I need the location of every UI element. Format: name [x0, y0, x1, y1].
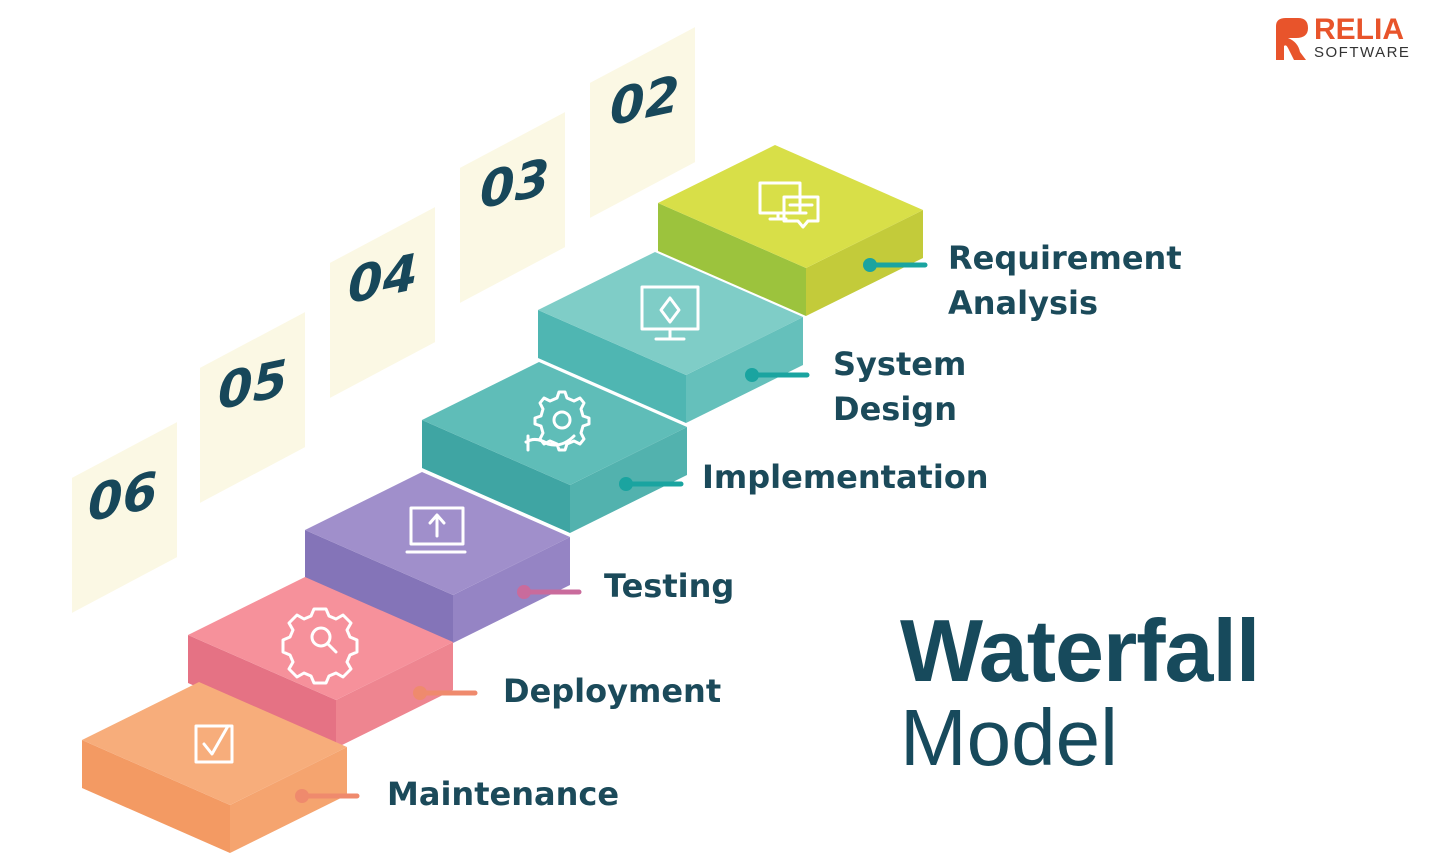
label-testing: Testing [604, 567, 735, 605]
connector-dot-icon [863, 258, 877, 272]
logo-subtext: SOFTWARE [1314, 44, 1411, 61]
step-front-face [658, 203, 806, 316]
step-side-face [230, 747, 347, 853]
label-system-design: System Design [833, 345, 967, 428]
step-6 [82, 682, 347, 853]
gear-hand-icon [524, 390, 591, 452]
step-front-face [422, 420, 570, 533]
checkbox-icon [194, 724, 234, 764]
step-2 [538, 252, 803, 423]
step-side-face [453, 537, 570, 643]
label-maintenance: Maintenance [387, 775, 620, 813]
step-side-face [686, 317, 803, 423]
connector-dot-icon [517, 585, 531, 599]
connector-dot-icon [413, 686, 427, 700]
step-front-face [538, 310, 686, 423]
title-model: Model [900, 693, 1118, 782]
monitor-diamond-icon [640, 285, 700, 341]
step-side-face [336, 642, 453, 748]
step-front-face [82, 740, 230, 853]
step-front-face [305, 530, 453, 643]
step-top-face [82, 682, 347, 805]
label-deployment: Deployment [503, 672, 722, 710]
label-implementation: Implementation [702, 458, 989, 496]
logo-mark-icon [1276, 18, 1308, 60]
gear-search-icon [281, 607, 359, 685]
relia-logo: RELIA SOFTWARE [1272, 13, 1422, 64]
step-5 [188, 577, 453, 748]
step-front-face [188, 635, 336, 748]
monitor-chat-icon [758, 181, 820, 229]
connector-dot-icon [619, 477, 633, 491]
step-top-face [188, 577, 453, 700]
laptop-upload-icon [405, 506, 467, 554]
connector-dot-icon [745, 368, 759, 382]
logo-text: RELIA [1314, 13, 1404, 46]
step-top-face [538, 252, 803, 375]
step-4 [305, 472, 570, 643]
label-requirement-analysis: Requirement Analysis [948, 239, 1182, 322]
connector-dot-icon [295, 789, 309, 803]
title-waterfall: Waterfall [900, 601, 1260, 700]
